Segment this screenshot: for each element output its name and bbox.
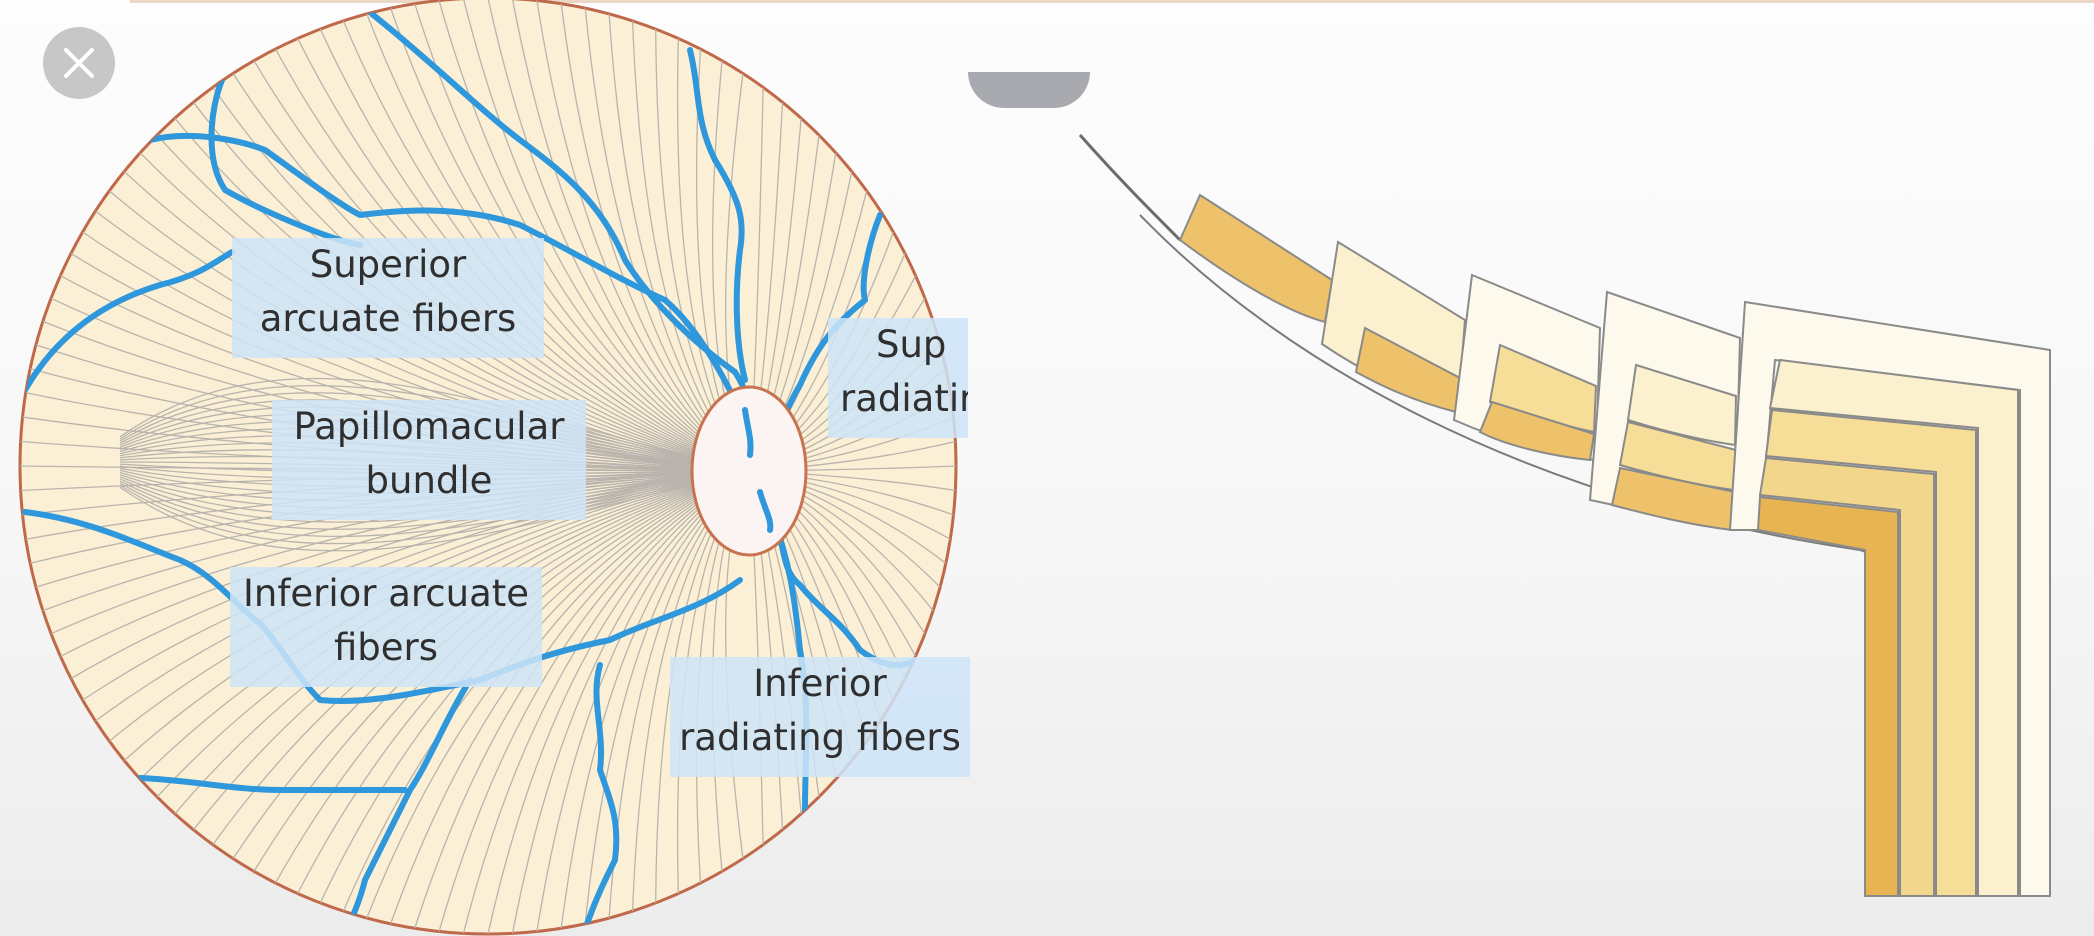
label-line: bundle bbox=[365, 459, 493, 502]
nerve-fiber bbox=[60, 275, 750, 472]
layer-group-5 bbox=[1728, 300, 2051, 897]
label-superior-arcuate-fibers: Superior arcuate fibers bbox=[232, 238, 544, 358]
label-line: Sup bbox=[876, 323, 947, 366]
collapsed-panel-tab[interactable] bbox=[968, 72, 1090, 108]
optic-disc bbox=[690, 385, 808, 557]
nerve-fiber bbox=[438, 470, 750, 932]
nerve-fiber bbox=[414, 470, 750, 929]
base-line bbox=[1139, 214, 2011, 890]
top-border-line bbox=[130, 0, 2094, 3]
label-inferior-arcuate-fibers: Inferior arcuate fibers bbox=[230, 567, 542, 687]
label-line: radiatir bbox=[840, 377, 968, 420]
layer-group-1 bbox=[1178, 193, 1334, 324]
label-line: Inferior bbox=[753, 662, 887, 705]
label-inferior-radiating-fibers: Inferior radiating fibers bbox=[670, 657, 970, 777]
papillomacular-fiber bbox=[119, 470, 750, 530]
label-line: Papillomacular bbox=[293, 405, 565, 448]
papillomacular-fiber bbox=[119, 470, 750, 538]
nerve-fiber bbox=[82, 470, 750, 701]
papillomacular-fiber bbox=[119, 470, 750, 545]
close-button[interactable] bbox=[43, 27, 115, 99]
surface-line bbox=[1078, 134, 1182, 242]
layer-group-2 bbox=[1320, 240, 1467, 414]
papillomacular-fiber bbox=[119, 384, 750, 472]
label-line: radiating fibers bbox=[679, 716, 961, 759]
label-superior-radiating-fibers: Sup radiatir bbox=[828, 318, 968, 438]
nerve-fiber bbox=[414, 3, 750, 472]
fiber-layers-diagram bbox=[1078, 134, 2051, 897]
nerve-fiber bbox=[60, 470, 750, 657]
label-papillomacular-bundle: Papillomacular bundle bbox=[272, 400, 586, 520]
disc-vessels bbox=[742, 407, 774, 533]
papillomacular-fiber bbox=[119, 470, 750, 552]
layer-group-3 bbox=[1452, 273, 1602, 462]
label-line: fibers bbox=[333, 626, 439, 669]
nerve-fiber bbox=[462, 0, 750, 472]
label-line: Superior bbox=[309, 243, 467, 286]
label-line: arcuate fibers bbox=[259, 297, 517, 340]
close-icon bbox=[64, 48, 94, 78]
label-line: Inferior arcuate bbox=[242, 572, 530, 615]
papillomacular-fiber bbox=[119, 377, 750, 472]
layer-group-4 bbox=[1588, 290, 1742, 532]
